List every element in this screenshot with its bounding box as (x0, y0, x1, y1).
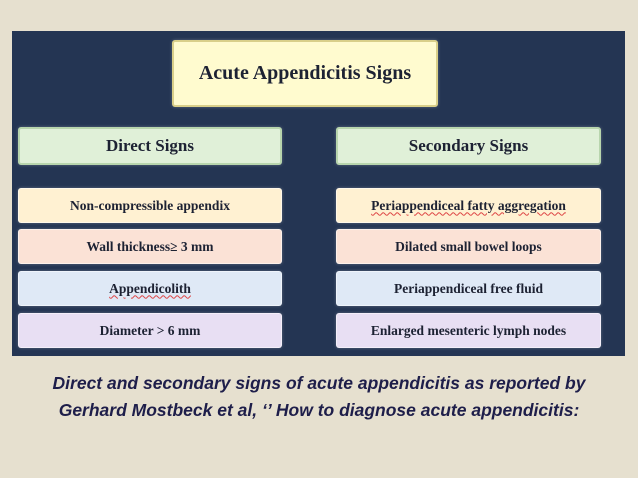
secondary-signs-header: Secondary Signs (336, 127, 601, 165)
secondary-sign-label: Enlarged mesenteric lymph nodes (370, 322, 567, 338)
direct-sign-item: Wall thickness≥ 3 mm (18, 229, 282, 264)
secondary-sign-label: Periappendiceal free fluid (394, 280, 543, 296)
direct-signs-header: Direct Signs (18, 127, 282, 165)
diagram-panel: Acute Appendicitis Signs Direct Signs Se… (12, 31, 625, 356)
secondary-sign-item: Enlarged mesenteric lymph nodes (336, 313, 601, 348)
secondary-sign-label: Periappendiceal fatty aggregation (371, 197, 566, 213)
secondary-sign-item: Dilated small bowel loops (336, 229, 601, 264)
direct-sign-item: Diameter > 6 mm (18, 313, 282, 348)
diagram-title: Acute Appendicitis Signs (172, 40, 438, 107)
direct-sign-label: Diameter > 6 mm (99, 322, 201, 338)
direct-sign-item: Appendicolith (18, 271, 282, 306)
caption-line-1: Direct and secondary signs of acute appe… (52, 373, 586, 393)
secondary-sign-label: Dilated small bowel loops (395, 238, 542, 254)
caption-line-2: Gerhard Mostbeck et al, ‘’ How to diagno… (58, 400, 580, 420)
direct-sign-label: Non-compressible appendix (70, 197, 230, 213)
secondary-sign-item: Periappendiceal fatty aggregation (336, 188, 601, 223)
figure-caption: Direct and secondary signs of acute appe… (0, 370, 638, 424)
direct-sign-item: Non-compressible appendix (18, 188, 282, 223)
direct-sign-label: Appendicolith (109, 280, 191, 296)
secondary-sign-item: Periappendiceal free fluid (336, 271, 601, 306)
direct-sign-label: Wall thickness≥ 3 mm (86, 238, 214, 254)
